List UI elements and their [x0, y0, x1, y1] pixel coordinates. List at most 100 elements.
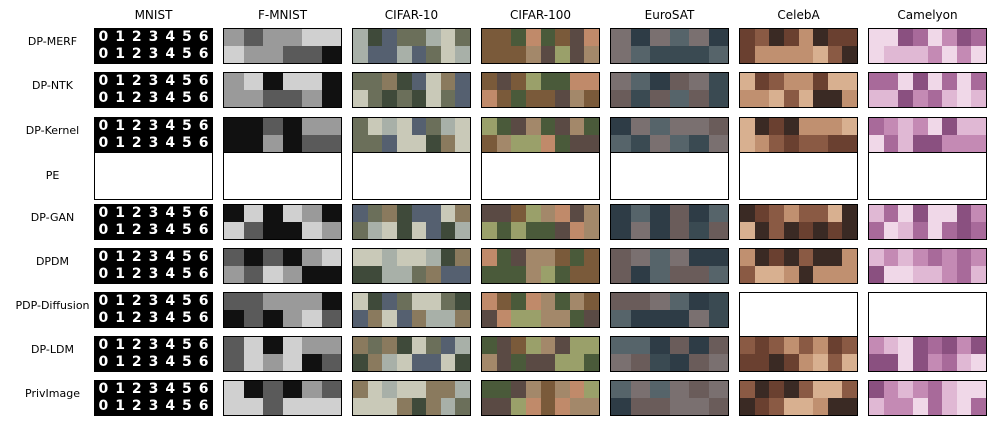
- image-tile: [282, 90, 302, 107]
- digit-glyph: 3: [148, 354, 159, 370]
- image-tile: [263, 293, 283, 310]
- image-tile: [798, 90, 814, 107]
- image-tile: [783, 29, 799, 46]
- image-tile: [650, 90, 670, 107]
- image-tile: [927, 73, 943, 90]
- column-header-camelyon: Camelyon: [897, 8, 958, 22]
- synthetic-image-tiles: [223, 28, 342, 64]
- image-tile: [396, 90, 412, 107]
- image-tile: [754, 337, 770, 354]
- image-tile: [956, 354, 972, 371]
- image-tile: [842, 337, 857, 354]
- image-tile: [883, 46, 899, 63]
- image-tile: [224, 73, 244, 90]
- image-tile: [813, 46, 828, 63]
- synthetic-image-tiles: [481, 204, 600, 240]
- image-tile: [708, 398, 728, 415]
- image-tile: [302, 118, 322, 135]
- image-tile: [827, 29, 843, 46]
- image-tile: [630, 118, 650, 135]
- image-tile: [669, 205, 689, 222]
- image-tile: [869, 90, 884, 107]
- digit-glyph: 1: [115, 135, 125, 151]
- synthetic-image-tiles: [223, 117, 342, 153]
- image-tile: [883, 205, 899, 222]
- image-tile: [611, 249, 631, 266]
- image-tile: [302, 337, 322, 354]
- image-tile: [440, 205, 456, 222]
- image-tile: [584, 118, 599, 135]
- image-tile: [956, 135, 972, 152]
- image-tile: [827, 266, 843, 283]
- image-tile: [630, 205, 650, 222]
- image-tile: [942, 354, 957, 371]
- image-tile: [883, 266, 899, 283]
- digit-glyph: 3: [148, 73, 159, 89]
- image-tile: [669, 381, 689, 398]
- digit-glyph: 0: [98, 73, 109, 89]
- digit-glyph: 2: [131, 354, 142, 370]
- image-tile: [769, 135, 784, 152]
- digit-glyph: 6: [198, 46, 209, 62]
- image-tile: [956, 337, 972, 354]
- synthetic-image-tiles: [352, 248, 471, 284]
- image-tile: [282, 381, 302, 398]
- image-tile: [555, 135, 570, 152]
- image-tile: [382, 398, 397, 415]
- image-tile: [555, 249, 570, 266]
- image-tile: [411, 266, 427, 283]
- image-tile: [243, 381, 263, 398]
- image-tile: [942, 46, 957, 63]
- image-tile: [555, 205, 570, 222]
- image-tile: [927, 29, 943, 46]
- image-tile: [708, 46, 728, 63]
- image-tile: [367, 46, 383, 63]
- image-tile: [282, 354, 302, 371]
- image-tile: [869, 118, 884, 135]
- image-tile: [783, 46, 799, 63]
- synthetic-image-tiles: [481, 72, 600, 108]
- image-tile: [555, 118, 570, 135]
- image-tile: [243, 249, 263, 266]
- image-tile: [243, 398, 263, 415]
- image-tile: [411, 205, 427, 222]
- digit-glyph: 1: [115, 398, 125, 414]
- digit-glyph: 3: [148, 118, 159, 134]
- image-tile: [411, 73, 427, 90]
- image-tile: [798, 205, 814, 222]
- image-tile: [569, 293, 585, 310]
- image-tile: [482, 354, 497, 371]
- image-tile: [511, 249, 526, 266]
- image-tile: [883, 381, 899, 398]
- image-tile: [708, 293, 728, 310]
- image-tile: [669, 46, 689, 63]
- image-tile: [650, 310, 670, 327]
- image-tile: [813, 205, 828, 222]
- image-tile: [689, 222, 709, 239]
- image-tile: [540, 381, 556, 398]
- image-tile: [426, 118, 441, 135]
- image-tile: [942, 337, 957, 354]
- digit-glyph: 4: [165, 249, 176, 265]
- image-tile: [689, 118, 709, 135]
- image-tile: [496, 135, 512, 152]
- image-tile: [382, 135, 397, 152]
- image-tile: [511, 29, 526, 46]
- image-tile: [898, 222, 913, 239]
- digit-glyph: 3: [148, 310, 159, 326]
- image-tile: [224, 310, 244, 327]
- image-tile: [611, 381, 631, 398]
- image-tile: [569, 310, 585, 327]
- digit-glyph: 2: [131, 293, 142, 309]
- synthetic-image-tiles: [868, 380, 987, 416]
- image-tile: [827, 90, 843, 107]
- image-tile: [898, 205, 913, 222]
- image-tile: [669, 118, 689, 135]
- image-tile: [482, 205, 497, 222]
- image-tile: [898, 29, 913, 46]
- digit-glyph: 4: [165, 118, 176, 134]
- image-tile: [584, 135, 599, 152]
- image-tile: [611, 118, 631, 135]
- digit-glyph: 0: [98, 46, 109, 62]
- image-tile: [754, 118, 770, 135]
